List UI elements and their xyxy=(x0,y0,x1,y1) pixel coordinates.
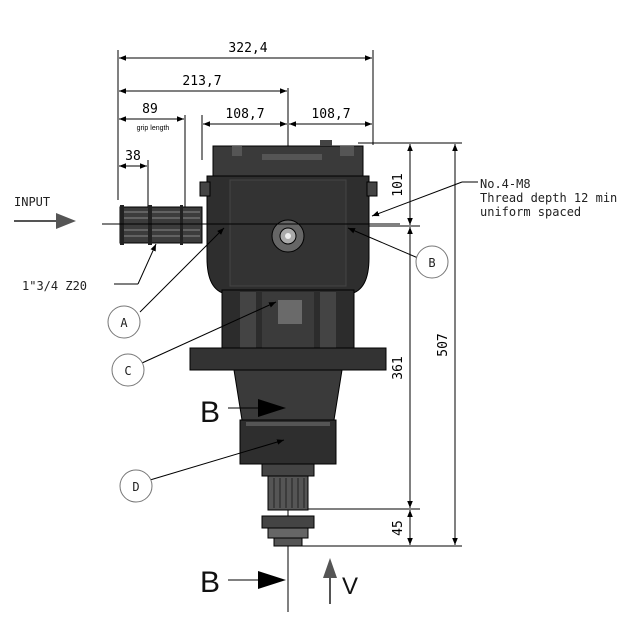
input-arrow-icon xyxy=(14,213,76,229)
dim-left-half: 108,7 xyxy=(225,107,264,122)
callout-a: A xyxy=(120,316,128,330)
view-v-label: V xyxy=(342,573,358,600)
dim-mid-height: 361 xyxy=(391,356,406,379)
spline-spec: 1"3/4 Z20 xyxy=(22,279,87,293)
callout-d: D xyxy=(132,480,139,494)
callout-c: C xyxy=(124,364,131,378)
section-b-lower-arrow-icon xyxy=(228,571,286,589)
dim-half-width: 213,7 xyxy=(182,74,221,89)
dim-right-half: 108,7 xyxy=(311,107,350,122)
grip-length-note: grip length xyxy=(137,125,170,132)
holes-leader xyxy=(371,181,478,217)
view-v-arrow-icon xyxy=(323,558,337,604)
holes-note-line2: Thread depth 12 min xyxy=(480,191,617,205)
input-shaft xyxy=(119,205,203,245)
section-b-upper-arrow-icon xyxy=(228,399,286,417)
dim-total-height: 507 xyxy=(436,333,451,356)
dim-upper-height: 101 xyxy=(391,173,406,196)
holes-note-line3: uniform spaced xyxy=(480,205,581,219)
dim-shaft-length: 38 xyxy=(125,149,141,164)
holes-note-line1: No.4-M8 xyxy=(480,177,531,191)
dim-bottom-height: 45 xyxy=(391,520,406,536)
dim-overall-width: 322,4 xyxy=(228,41,267,56)
dim-grip: 89 xyxy=(142,102,158,117)
input-label: INPUT xyxy=(14,195,50,209)
callout-circles xyxy=(107,245,449,503)
section-b-upper: B xyxy=(200,396,220,429)
right-dimensions xyxy=(300,142,462,547)
section-b-lower: B xyxy=(200,566,220,599)
gearbox-body xyxy=(189,140,387,547)
callout-leaders xyxy=(139,227,419,481)
callout-b: B xyxy=(428,256,435,270)
top-dimensions xyxy=(117,50,374,210)
spline-leader xyxy=(114,243,157,285)
